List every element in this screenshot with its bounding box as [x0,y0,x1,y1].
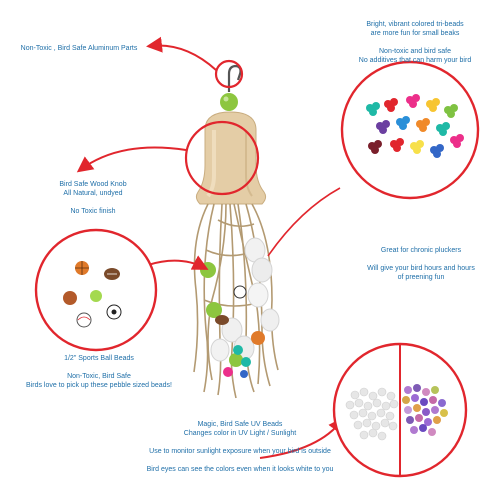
tribeads-line-3: Non-toxic and bird safe [379,48,451,55]
uv-line-2: Changes color in UV Light / Sunlight [183,430,297,437]
uv-bead [221,317,243,343]
tribeads-note: Bright, vibrant colored tri-beads are mo… [340,20,490,65]
tribeads-line-2: are more fun for small beaks [370,30,460,37]
hook-highlight-circle [214,59,244,89]
pluckers-line-3: of preening fun [397,274,445,281]
sports-note: 1/2" Sports Ball Beads Non-Toxic, Bird S… [14,354,184,390]
aluminum-note: Non-Toxic , Bird Safe Aluminum Parts [4,44,154,53]
tribeads-closeup [340,60,480,200]
football-bead [215,315,229,325]
basketball-bead [251,331,265,345]
green-bead [200,262,216,278]
uv-line-4: Bird eyes can see the colors even when i… [146,466,334,473]
pluckers-line-1: Great for chronic pluckers [380,247,462,254]
wood-line-1: Bird Safe Wood Knob [59,181,127,188]
uv-beads-closeup [332,342,468,478]
green-bead [229,353,243,367]
pluckers-line [267,187,341,257]
blue-bead [240,370,248,378]
uv-bead [260,308,280,332]
aluminum-text: Non-Toxic , Bird Safe Aluminum Parts [20,45,138,52]
pink-bead [223,367,233,377]
strand-beads [200,237,280,378]
green-bead [206,302,222,318]
wood-note: Bird Safe Wood Knob All Natural, undyed … [18,180,168,216]
uv-line-1: Magic, Bird Safe UV Beads [197,421,283,428]
knob-highlight-circle [184,120,260,196]
tribeads-line-1: Bright, vibrant colored tri-beads [366,21,464,28]
sports-line-2: Non-Toxic, Bird Safe [67,373,131,380]
uv-bead [247,282,269,308]
wood-line-3: No Toxic finish [70,208,116,215]
aluminum-arrow [146,36,217,71]
sports-line-1: 1/2" Sports Ball Beads [64,355,134,362]
pluckers-line-2: Will give your bird hours and hours [367,265,475,272]
pluckers-note: Great for chronic pluckers Will give you… [346,246,496,282]
wood-arrow [76,146,187,173]
sports-arrow [147,255,209,270]
uv-note: Magic, Bird Safe UV Beads Changes color … [120,420,360,474]
uv-bead [210,338,230,362]
teal-bead [241,357,251,367]
sports-line-3: Birds love to pick up these pebble sized… [26,382,172,389]
tribeads-line-4: No additives that can harm your bird [358,57,472,64]
uv-line-3: Use to monitor sunlight exposure when yo… [149,448,331,455]
soccer-bead [233,285,247,299]
wood-line-2: All Natural, undyed [63,190,123,197]
teal-bead [233,345,243,355]
sports-beads-closeup [34,228,158,352]
aluminum-hook [227,64,242,92]
top-green-bead [220,93,238,111]
uv-bead [251,257,273,283]
bird-toy [193,64,280,399]
